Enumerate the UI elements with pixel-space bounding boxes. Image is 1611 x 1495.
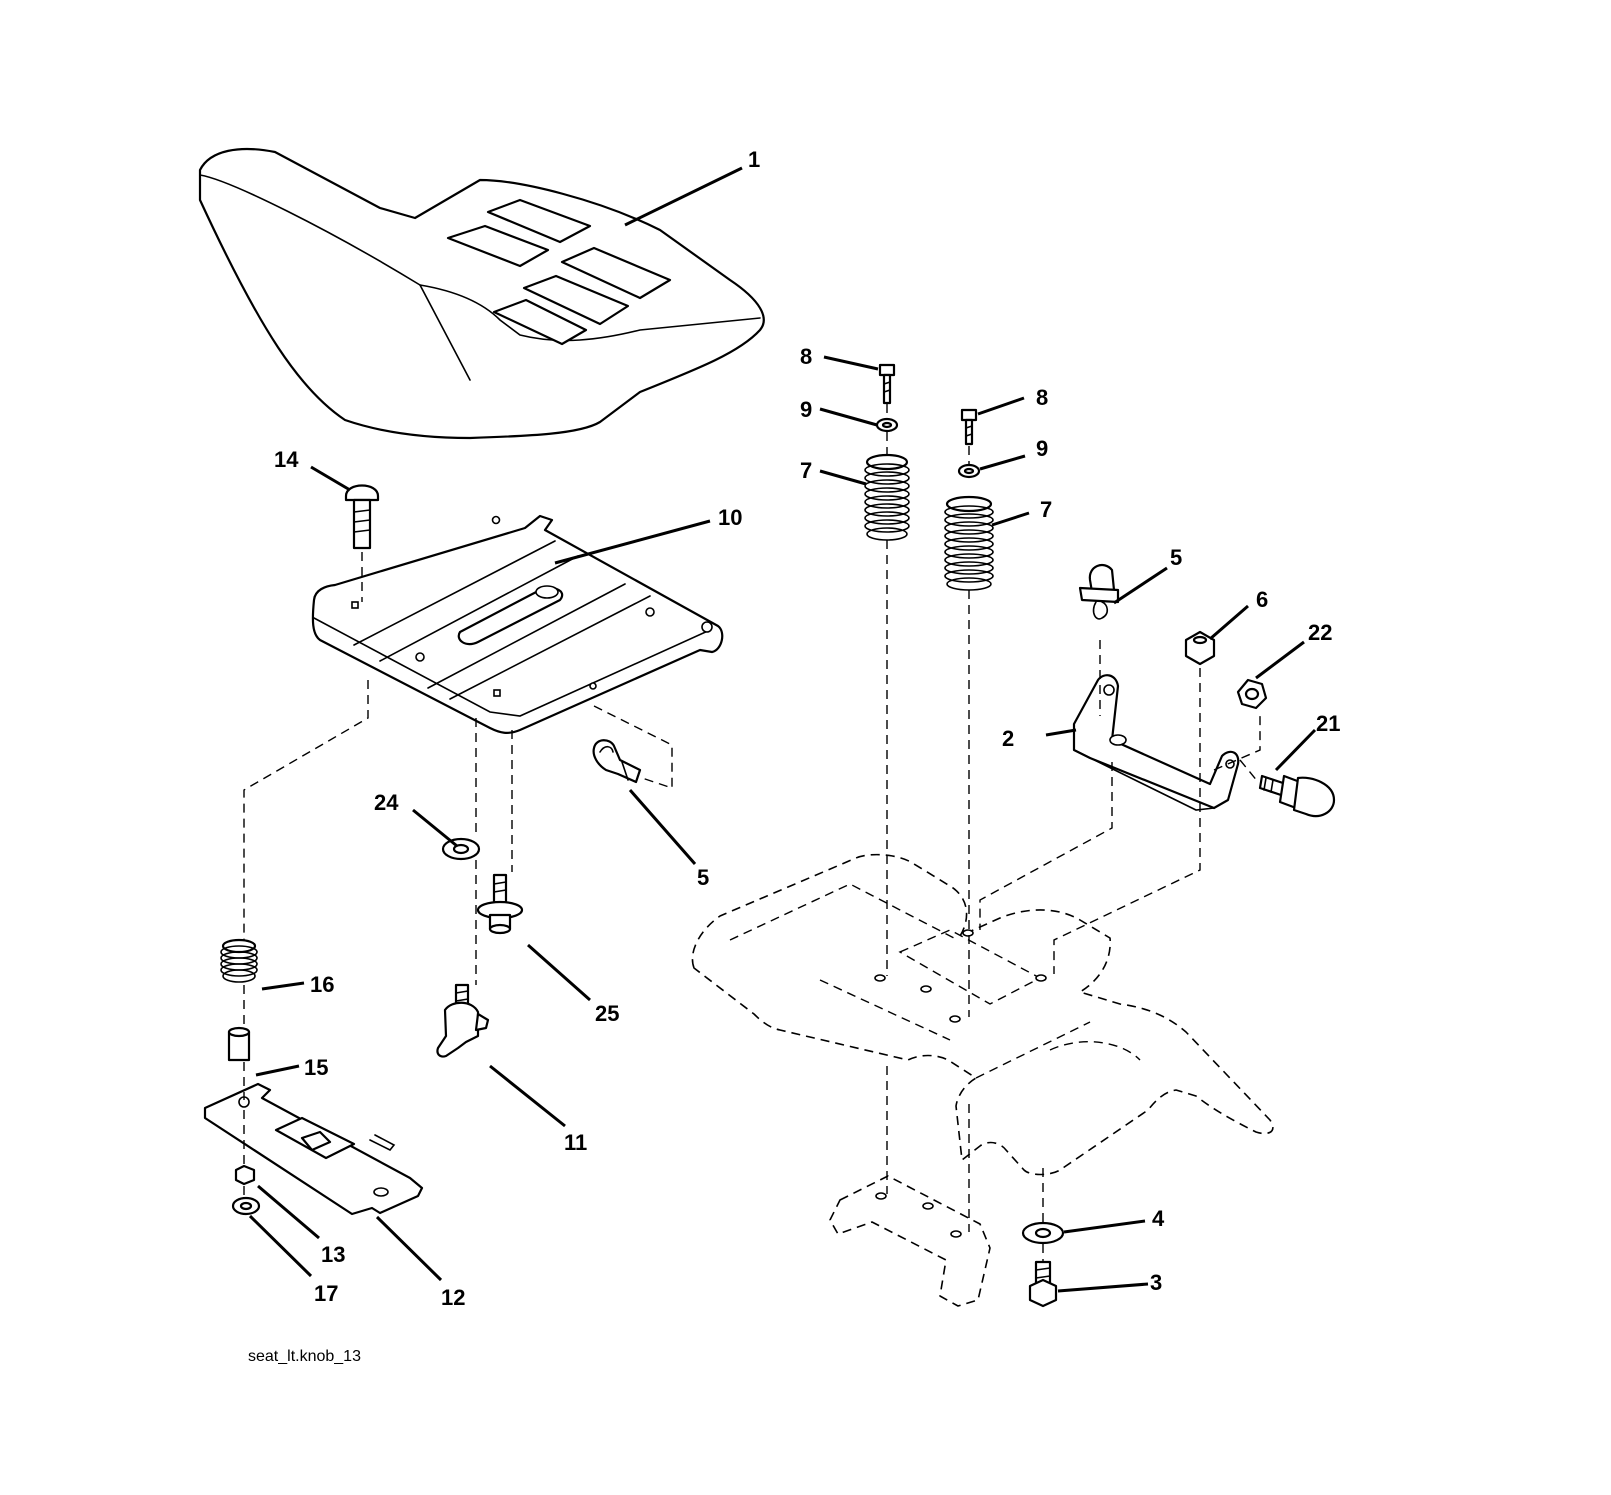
bolt-part-8-left <box>878 363 896 405</box>
callout-25: 25 <box>595 1001 619 1026</box>
callout-15: 15 <box>304 1055 328 1080</box>
frame-outline <box>691 853 1274 1176</box>
callout-5-upper: 5 <box>1170 545 1182 570</box>
callout-17: 17 <box>314 1281 338 1306</box>
lock-nut-part <box>1236 678 1268 710</box>
callout-9-left: 9 <box>800 397 812 422</box>
seat-pan-part <box>311 514 724 734</box>
callout-21: 21 <box>1316 711 1340 736</box>
callout-24: 24 <box>374 790 399 815</box>
callout-1: 1 <box>748 147 760 172</box>
diagram-caption: seat_lt.knob_13 <box>248 1348 361 1365</box>
carriage-bolt-part <box>344 484 380 550</box>
slide-plate-part <box>203 1082 424 1216</box>
hex-bolt-part <box>1028 1260 1058 1308</box>
leader-lines <box>248 166 1317 1293</box>
washer-part-9-left <box>875 417 899 433</box>
bolt-part-8-right <box>960 408 978 446</box>
callout-labels: 1 14 10 24 25 16 15 11 12 13 17 5 8 9 7 … <box>274 147 1340 1310</box>
seat-clip-part-upper <box>1078 563 1120 620</box>
flat-washer-part <box>1021 1221 1065 1245</box>
washer-part-9-right <box>957 463 981 479</box>
callout-2: 2 <box>1002 726 1014 751</box>
spacer-part <box>227 1026 251 1062</box>
callout-7-right: 7 <box>1040 497 1052 522</box>
seat-spring-part-right <box>944 495 994 591</box>
callout-8-right: 8 <box>1036 385 1048 410</box>
seat-part <box>198 147 765 440</box>
lower-mount-outline <box>829 1175 991 1307</box>
callout-13: 13 <box>321 1242 345 1267</box>
callout-7-left: 7 <box>800 458 812 483</box>
callout-9-right: 9 <box>1036 436 1048 461</box>
seat-spring-part-left <box>864 453 910 541</box>
hex-nut-part <box>1184 630 1216 666</box>
knob-bolt-part <box>1258 774 1336 818</box>
callout-3: 3 <box>1150 1270 1162 1295</box>
washer-part <box>441 837 481 861</box>
callout-12: 12 <box>441 1285 465 1310</box>
shoulder-bolt-part <box>476 873 524 935</box>
flange-nut-part <box>231 1196 261 1216</box>
callout-6: 6 <box>1256 587 1268 612</box>
callout-10: 10 <box>718 505 742 530</box>
callout-22: 22 <box>1308 620 1332 645</box>
small-spring-part <box>220 938 258 983</box>
nut-part-13 <box>234 1164 256 1186</box>
alignment-lines <box>243 404 1261 1262</box>
callout-4: 4 <box>1152 1206 1165 1231</box>
knob-part <box>436 983 490 1058</box>
callout-8-left: 8 <box>800 344 812 369</box>
callout-14: 14 <box>274 447 299 472</box>
callout-16: 16 <box>310 972 334 997</box>
callout-5-lower: 5 <box>697 865 709 890</box>
bracket-part <box>1072 674 1240 811</box>
seat-clip-part-lower <box>592 739 642 784</box>
seat-pads <box>446 198 672 346</box>
callout-11: 11 <box>564 1130 587 1155</box>
